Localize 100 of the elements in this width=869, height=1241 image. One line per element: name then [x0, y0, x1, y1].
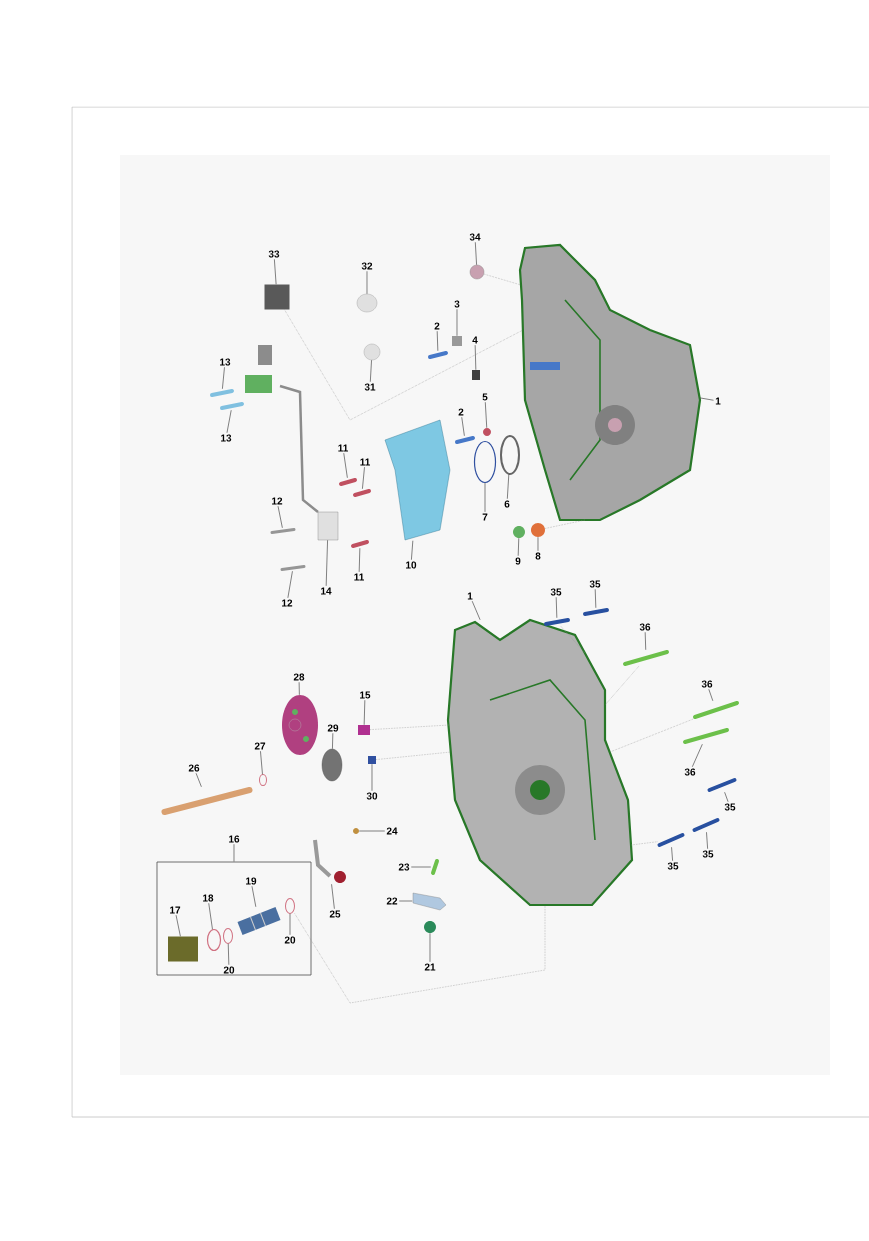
bolt: [280, 565, 306, 571]
leader-line: [298, 681, 300, 696]
bolt: [544, 618, 570, 626]
leader-line: [471, 600, 481, 621]
clip: [452, 336, 462, 346]
callout-number: 1: [467, 592, 473, 600]
leader-line: [251, 885, 257, 908]
leader-line: [671, 846, 673, 862]
leader-line: [227, 943, 230, 966]
callout-number: 33: [268, 250, 280, 258]
callout-number: 6: [504, 500, 510, 508]
callout-number: 35: [702, 850, 714, 858]
bearing: [321, 748, 343, 782]
callout-number: 35: [667, 862, 679, 870]
bushing: [531, 523, 545, 537]
bolt: [220, 402, 244, 410]
washer: [513, 526, 525, 538]
dowel-pin: [368, 756, 376, 764]
leader-line: [358, 547, 361, 573]
callout-number: 35: [550, 588, 562, 596]
callout-number: 32: [361, 262, 373, 270]
callout-number: 12: [282, 599, 293, 607]
bushing: [363, 343, 381, 361]
callout-number: 35: [589, 580, 601, 588]
dowel-pin: [358, 725, 370, 735]
leader-line: [411, 540, 414, 561]
bolt: [455, 436, 475, 444]
nut: [472, 370, 480, 380]
callout-number: 16: [229, 835, 240, 843]
callout-number: 36: [684, 768, 696, 776]
leader-line: [289, 913, 291, 936]
leader-line: [363, 699, 366, 726]
callout-number: 22: [386, 897, 398, 905]
callout-number: 24: [386, 827, 398, 835]
bolt: [270, 528, 296, 534]
bolt: [623, 650, 669, 666]
callout-number: 10: [406, 561, 417, 569]
sensor: [317, 511, 339, 541]
callout-number: 11: [338, 444, 348, 452]
leader-line: [208, 902, 213, 930]
bolt: [351, 540, 369, 548]
leader-line: [474, 344, 477, 371]
leader-line: [517, 537, 520, 557]
callout-number: 19: [246, 877, 257, 885]
leader-line: [506, 473, 510, 500]
leader-line: [287, 570, 293, 599]
bolt: [657, 833, 685, 847]
callout-number: 2: [434, 322, 440, 330]
leader-line: [277, 505, 283, 529]
seal-ring: [500, 435, 520, 475]
leader-line: [362, 466, 365, 490]
callout-number: 13: [220, 358, 231, 366]
leader-line: [692, 743, 703, 768]
callout-number: 20: [223, 966, 235, 974]
callout-number: 30: [366, 792, 378, 800]
shaft: [161, 787, 253, 815]
bolt: [431, 859, 439, 875]
bolt: [210, 389, 234, 397]
crankcase-drawing: [446, 618, 634, 907]
callout-number: 1: [715, 397, 721, 405]
alignment-line: [375, 751, 452, 760]
callout-number: 27: [254, 742, 266, 750]
leader-line: [456, 308, 458, 337]
alignment-line: [544, 519, 586, 529]
leader-line: [699, 397, 714, 401]
leader-line: [222, 366, 225, 390]
callout-number: 7: [482, 513, 488, 521]
bolt: [693, 701, 739, 719]
leader-line: [484, 482, 486, 513]
callout-number: 31: [364, 383, 376, 391]
alignment-line: [604, 665, 640, 706]
callout-number: 21: [424, 963, 436, 971]
callout-number: 12: [272, 497, 283, 505]
bolt: [428, 351, 448, 359]
callout-number: 26: [188, 764, 200, 772]
leader-line: [175, 914, 181, 937]
bushing: [356, 293, 378, 313]
leader-line: [398, 900, 413, 902]
callout-number: 11: [354, 573, 364, 581]
leader-line: [484, 401, 488, 429]
leader-line: [274, 258, 277, 285]
alignment-line: [560, 625, 586, 654]
callout-number: 15: [360, 691, 371, 699]
callout-number: 29: [327, 724, 339, 732]
callout-number: 2: [458, 408, 464, 416]
plug: [353, 828, 359, 834]
leader-line: [195, 772, 202, 788]
callout-number: 11: [360, 458, 370, 466]
leader-line: [537, 536, 539, 552]
leader-line: [474, 241, 477, 266]
callout-number: 8: [535, 552, 541, 560]
leader-line: [436, 330, 439, 352]
bolt: [353, 489, 371, 497]
leader-line: [708, 688, 714, 702]
callout-number: 20: [284, 936, 296, 944]
group-box: [156, 861, 312, 976]
callout-number: 18: [203, 894, 214, 902]
callout-number: 25: [329, 910, 341, 918]
plug: [168, 936, 198, 962]
o-ring: [259, 774, 267, 786]
